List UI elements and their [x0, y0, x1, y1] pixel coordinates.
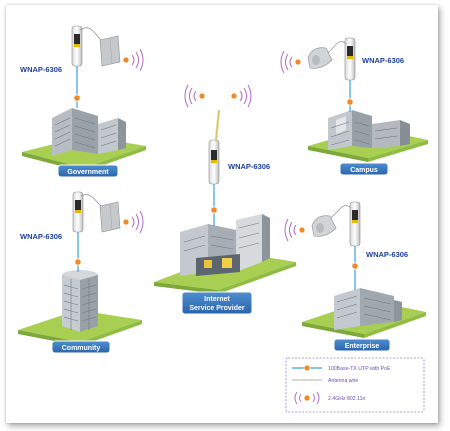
legend: 100Base-TX UTP with PoE Antenna wire 2.4…: [285, 357, 425, 413]
campus-building: [328, 110, 410, 150]
radio-signal: [294, 58, 302, 66]
site-label-campus: Campus: [350, 167, 378, 174]
poe-connector: [346, 98, 354, 106]
wireless-waves: [131, 48, 144, 72]
site-isp: WNAP-6306 Internet Service Provider: [154, 84, 296, 315]
access-point-device: [208, 139, 220, 185]
wireless-waves: [131, 210, 144, 234]
legend-item-antenna: Antenna wire: [292, 378, 358, 384]
access-point-device: [349, 201, 361, 247]
panel-antenna: [99, 35, 121, 67]
site-label-isp-line1: Internet: [204, 296, 230, 303]
poe-connector: [210, 206, 218, 214]
directional-antenna: [307, 47, 333, 69]
access-point-device: [72, 191, 84, 233]
antenna-wire: [329, 205, 352, 219]
enterprise-building: [334, 288, 402, 330]
wireless-waves: [284, 218, 297, 242]
legend-item-wireless: 2.4GHz 802.11n: [294, 391, 366, 405]
model-label: WNAP-6306: [20, 65, 62, 74]
site-label-community: Community: [62, 345, 101, 352]
model-label: WNAP-6306: [20, 232, 62, 241]
radio-signal: [198, 92, 206, 100]
directional-antenna: [311, 215, 337, 237]
legend-antenna-label: Antenna wire: [328, 378, 358, 384]
community-building: [62, 270, 98, 332]
antenna-wire: [325, 41, 347, 55]
legend-utp-label: 100Base-TX UTP with PoE: [328, 366, 391, 372]
model-label: WNAP-6306: [362, 56, 404, 65]
radio-signal: [122, 56, 130, 64]
model-label: WNAP-6306: [366, 250, 408, 259]
access-point-device: [344, 37, 356, 81]
wireless-waves: [280, 50, 293, 74]
site-label-government: Government: [67, 169, 109, 176]
isp-building: [180, 214, 270, 276]
panel-antenna: [99, 201, 121, 233]
radio-signal: [230, 92, 238, 100]
legend-item-utp: 100Base-TX UTP with PoE: [292, 364, 391, 372]
poe-connector: [351, 262, 359, 270]
radio-signal: [122, 218, 130, 226]
site-enterprise: WNAP-6306 Enterprise: [284, 201, 426, 352]
site-community: WNAP-6306 Community: [18, 191, 144, 354]
site-label-isp-line2: Service Provider: [189, 305, 245, 312]
wireless-waves: [184, 84, 252, 108]
poe-connector: [74, 258, 82, 266]
legend-wireless-label: 2.4GHz 802.11n: [328, 396, 366, 402]
site-label-enterprise: Enterprise: [345, 343, 380, 350]
radio-signal: [298, 226, 306, 234]
access-point-device: [71, 25, 83, 67]
poe-connector: [73, 94, 81, 102]
model-label: WNAP-6306: [228, 162, 270, 171]
government-building: [52, 108, 126, 156]
site-government: WNAP-6306 Government: [20, 25, 146, 178]
site-campus: WNAP-6306 Campus: [280, 37, 428, 176]
